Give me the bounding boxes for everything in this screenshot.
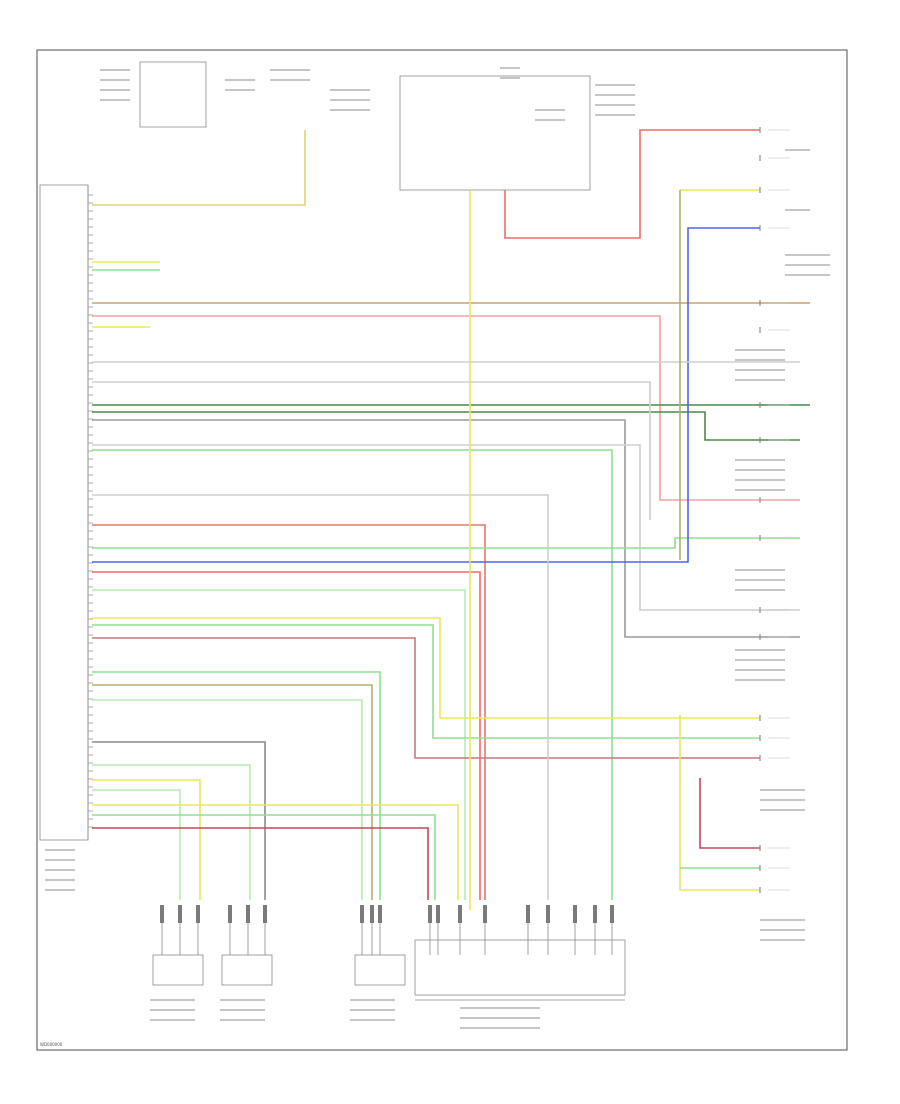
wire-red-vertical (504, 129, 760, 239)
wire-tan-vertical (92, 130, 306, 206)
wire-lightgreen-2 (92, 699, 363, 900)
connector-stub (378, 905, 382, 923)
wire-yellow-bottom-right (679, 715, 760, 891)
wire-darkgreen-2 (92, 411, 800, 441)
connector-stub (610, 905, 614, 923)
wire-lightgray-1 (92, 444, 800, 611)
diagram-border (36, 49, 848, 1051)
footer-code: WD000000 (40, 1042, 63, 1047)
wire-yellow-1 (92, 617, 760, 719)
top-vertical-wires (92, 129, 760, 910)
wire-gray-1 (92, 419, 800, 638)
connector-stub (526, 905, 530, 923)
wire-green-4 (92, 671, 381, 900)
connector-stub (436, 905, 440, 923)
wire-red-1 (92, 571, 481, 900)
connector-stub (228, 905, 232, 923)
bottom-sensors (152, 939, 626, 1001)
sensor-left-front (354, 954, 406, 986)
wire-yellow-3 (92, 804, 459, 900)
wire-lightgreen-1 (92, 589, 466, 900)
control-module-body (39, 184, 89, 841)
connector-stub (483, 905, 487, 923)
sensor-right-rear (152, 954, 204, 986)
wire-red-2 (92, 827, 429, 900)
connector-stub (246, 905, 250, 923)
connector-stub (370, 905, 374, 923)
connector-stub (458, 905, 462, 923)
connector-stub (178, 905, 182, 923)
wire-lightgreen-4 (92, 789, 181, 900)
right-connectors (759, 127, 790, 893)
component-box-top-center (399, 75, 591, 191)
wire-yellow-2 (92, 779, 201, 900)
wire-brown-red (92, 637, 760, 759)
wire-red-bottom-right (699, 778, 760, 849)
connector-stub (573, 905, 577, 923)
bottom-connector-stubs (160, 905, 614, 955)
module-hcu (414, 939, 626, 996)
wire-lightgray-4 (92, 494, 549, 900)
wire-pink-1 (92, 315, 800, 501)
wire-blue (92, 227, 760, 563)
wire-green-1 (92, 449, 613, 900)
wire-red-brown (92, 524, 486, 900)
connector-stub (546, 905, 550, 923)
component-box-top-left (139, 61, 207, 128)
wire-green-2 (92, 537, 800, 549)
label-marks (45, 67, 830, 1029)
module-pin-ticks (88, 194, 93, 828)
connector-stub (428, 905, 432, 923)
sensor-left-rear (221, 954, 273, 986)
connector-stub (196, 905, 200, 923)
connector-stub (360, 905, 364, 923)
wire-gray-2 (92, 741, 266, 900)
harness-wires (92, 227, 810, 900)
wire-olive (92, 684, 373, 900)
connector-stub (263, 905, 267, 923)
wire-green-5 (92, 814, 436, 900)
wire-green-3 (92, 624, 760, 739)
wire-lightgreen-3 (92, 764, 251, 900)
connector-stub (160, 905, 164, 923)
wire-lightgray-3 (92, 381, 651, 520)
connector-stub (593, 905, 597, 923)
